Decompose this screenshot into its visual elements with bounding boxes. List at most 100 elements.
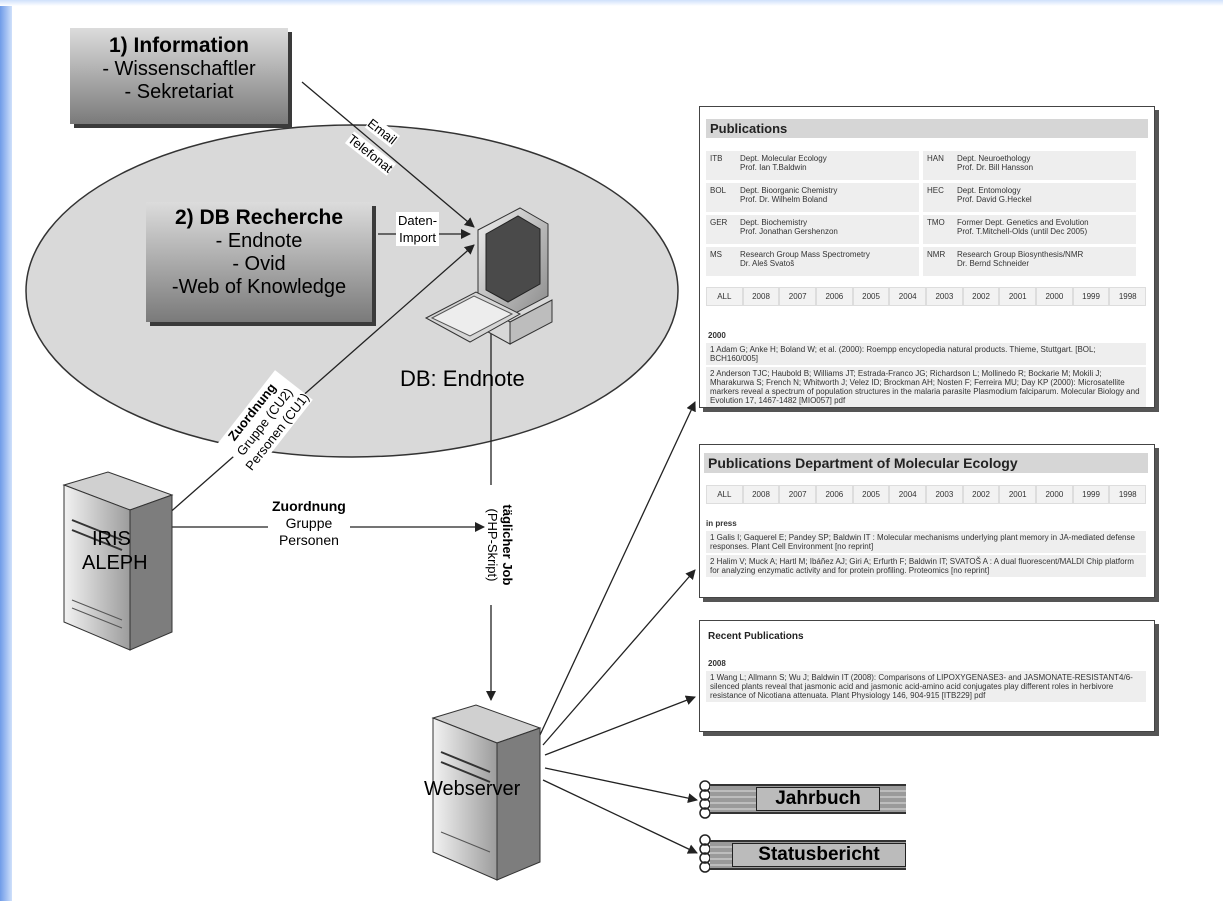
dept-head: Prof. Dr. Bill Hansson: [957, 163, 1034, 172]
year-link[interactable]: 2005: [852, 287, 890, 306]
label-db-endnote: DB: Endnote: [400, 366, 525, 391]
dept-name: Research Group Biosynthesis/NMR: [957, 250, 1084, 259]
year-filter-bar: ALL 2008 2007 2006 2005 2004 2003 2002 2…: [706, 485, 1147, 504]
jahrbuch-label: Jahrbuch: [756, 787, 880, 811]
label-gruppe: Gruppe: [285, 515, 333, 531]
year-link[interactable]: 1998: [1109, 287, 1147, 306]
publication-entry: 1 Galis I; Gaquerel E; Pandey SP; Baldwi…: [706, 531, 1146, 553]
year-link[interactable]: 2000: [1036, 287, 1073, 306]
dept-code: HEC: [927, 186, 944, 195]
recent-publications-year: 2008: [708, 659, 726, 668]
dept-head: Prof. Jonathan Gershenzon: [740, 227, 838, 236]
recent-publications-entries: 1 Wang L; Allmann S; Wu J; Baldwin IT (2…: [706, 671, 1146, 704]
background-top-strip: [0, 0, 1223, 6]
dept-name: Research Group Mass Spectrometry: [740, 250, 870, 259]
year-link[interactable]: 2007: [779, 287, 817, 306]
year-link[interactable]: 2006: [816, 287, 853, 306]
year-filter-bar: ALL 2008 2007 2006 2005 2004 2003 2002 2…: [706, 287, 1147, 306]
year-link[interactable]: 1998: [1109, 485, 1147, 504]
arrow-web-to-publications: [539, 401, 696, 736]
background-left-strip: [0, 0, 12, 901]
arrow-web-to-statusbericht: [542, 779, 698, 854]
recent-publications-title: Recent Publications: [708, 631, 804, 642]
year-link[interactable]: 2006: [816, 485, 853, 504]
label-import: Import: [399, 230, 436, 245]
dept-name: Dept. Molecular Ecology: [740, 154, 827, 163]
dept-head: Prof. T.Mitchell-Olds (until Dec 2005): [957, 227, 1088, 236]
publications-entries: 1 Adam G; Anke H; Boland W; et al. (2000…: [706, 343, 1146, 407]
arrow-web-to-molecular: [542, 569, 696, 746]
year-link[interactable]: 2005: [852, 485, 890, 504]
label-zuordnung-horizontal: Zuordnung Gruppe Personen: [268, 498, 350, 549]
year-link[interactable]: 2003: [926, 485, 963, 504]
dept-code: NMR: [927, 250, 946, 259]
db-recherche-box: 2) DB Recherche - Endnote - Ovid -Web of…: [146, 202, 372, 322]
arrow-web-to-recent: [544, 695, 696, 756]
information-title: 1) Information: [109, 34, 249, 57]
dept-name: Dept. Bioorganic Chemistry: [740, 186, 838, 195]
server-icon-webserver: [431, 704, 542, 881]
year-link[interactable]: ALL: [706, 485, 743, 504]
molecular-ecology-panel: Publications Department of Molecular Eco…: [699, 444, 1155, 598]
molecular-ecology-title: Publications Department of Molecular Eco…: [704, 453, 1148, 473]
label-personen: Personen: [278, 532, 339, 548]
year-link[interactable]: 2008: [742, 287, 780, 306]
arrow-info-to-pc: [301, 81, 475, 228]
information-box: 1) Information - Wissenschaftler - Sekre…: [70, 28, 288, 124]
year-link[interactable]: 2001: [999, 287, 1037, 306]
year-link[interactable]: 1999: [1072, 287, 1110, 306]
arrow-iris-to-pc: [149, 244, 475, 531]
year-link[interactable]: 2003: [926, 287, 963, 306]
dept-head: Prof. Ian T.Baldwin: [740, 163, 807, 172]
year-link[interactable]: 2008: [742, 485, 780, 504]
label-webserver: Webserver: [424, 778, 521, 800]
year-link[interactable]: 2004: [889, 287, 927, 306]
dept-head: Dr. Bernd Schneider: [957, 259, 1030, 268]
year-link[interactable]: ALL: [706, 287, 743, 306]
year-link[interactable]: 2007: [779, 485, 817, 504]
publication-entry: 2 Anderson TJC; Haubold B; Williams JT; …: [706, 367, 1146, 407]
information-line-1: - Wissenschaftler: [102, 58, 256, 80]
label-php-skript: (PHP-Skript): [485, 508, 500, 582]
molecular-ecology-entries: 1 Galis I; Gaquerel E; Pandey SP; Baldwi…: [706, 531, 1146, 579]
binder-coils-statusbericht: [699, 834, 711, 873]
year-link[interactable]: 2001: [999, 485, 1037, 504]
dept-code: BOL: [710, 186, 727, 195]
server-icon-iris: [62, 471, 174, 651]
year-link[interactable]: 1999: [1072, 485, 1110, 504]
dept-code: GER: [710, 218, 728, 227]
information-line-2: - Sekretariat: [124, 81, 234, 103]
label-daten: Daten-: [398, 213, 438, 228]
binder-coils-jahrbuch: [699, 780, 711, 819]
recent-publications-panel: Recent Publications 2008 1 Wang L; Allma…: [699, 620, 1155, 732]
label-iris: IRIS: [92, 528, 131, 550]
label-zuordnung: Zuordnung: [272, 498, 346, 514]
year-link[interactable]: 2004: [889, 485, 927, 504]
label-taeglicher-job: täglicher Job (PHP-Skript): [485, 485, 515, 605]
dept-code: MS: [710, 250, 722, 259]
dept-name: Dept. Biochemistry: [740, 218, 808, 227]
dept-head: Dr. Aleš Svatoš: [740, 259, 795, 268]
year-link[interactable]: 2000: [1036, 485, 1073, 504]
dept-head: Prof. David G.Heckel: [957, 195, 1032, 204]
dept-code: TMO: [927, 218, 945, 227]
dept-name: Former Dept. Genetics and Evolution: [957, 218, 1089, 227]
year-link[interactable]: 2002: [962, 287, 1000, 306]
year-link[interactable]: 2002: [962, 485, 1000, 504]
db-recherche-title: 2) DB Recherche: [174, 206, 344, 229]
arrow-web-to-jahrbuch: [544, 767, 698, 804]
publications-year-heading: 2000: [708, 331, 726, 340]
